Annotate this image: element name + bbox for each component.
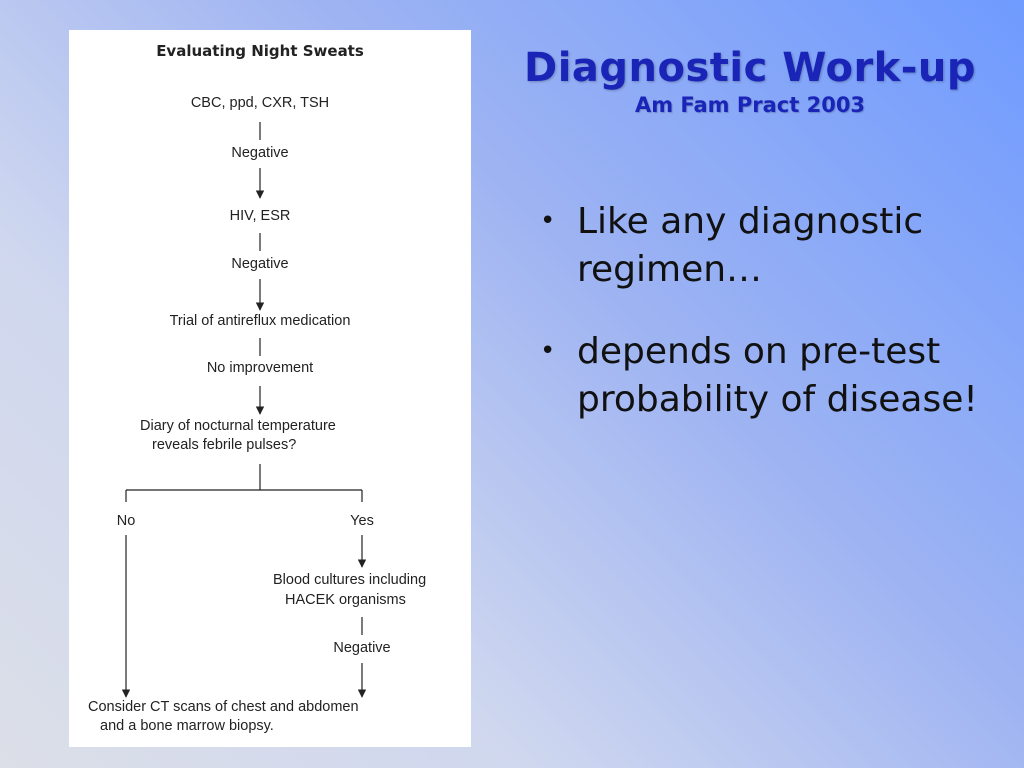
slide-title: Diagnostic Work-up [524,45,976,91]
flowchart-panel: Evaluating Night Sweats CBC, ppd, CXR, T… [69,30,471,747]
slide-title-block: Diagnostic Work-up Am Fam Pract 2003 [500,44,1000,118]
branch-yes-label: Yes [350,513,374,529]
bullet-marker: • [540,336,556,366]
step-hiv-esr: HIV, ESR [229,208,291,224]
step-blood-cultures-line1: Blood cultures including [273,572,427,588]
step-antireflux-trial: Trial of antireflux medication [169,313,351,329]
final-step-line1: Consider CT scans of chest and abdomen [88,699,359,715]
final-step-line2: and a bone marrow biopsy. [100,718,274,734]
bullet-text: Like any diagnostic regimen… [577,201,924,290]
flowchart-connectors [121,122,367,698]
bullet-item: • Like any diagnostic regimen… [540,198,1010,294]
step-temperature-diary-line2: reveals febrile pulses? [152,437,297,453]
bullet-list: • Like any diagnostic regimen… • depends… [540,198,1010,458]
step-cbc-ppd-cxr-tsh: CBC, ppd, CXR, TSH [190,95,330,111]
slide-subtitle: Am Fam Pract 2003 [634,93,866,117]
step-blood-cultures-line2: HACEK organisms [285,592,406,608]
result-negative-3: Negative [333,640,391,656]
result-negative-1: Negative [231,145,289,161]
bullet-text: depends on pre-test probability of disea… [577,331,978,420]
branch-no-label: No [116,513,136,529]
step-temperature-diary-line1: Diary of nocturnal temperature [140,418,336,434]
bullet-marker: • [540,206,556,236]
flowchart-title: Evaluating Night Sweats [156,42,364,60]
result-no-improvement: No improvement [206,360,314,376]
result-negative-2: Negative [231,256,289,272]
bullet-item: • depends on pre-test probability of dis… [540,328,1010,424]
